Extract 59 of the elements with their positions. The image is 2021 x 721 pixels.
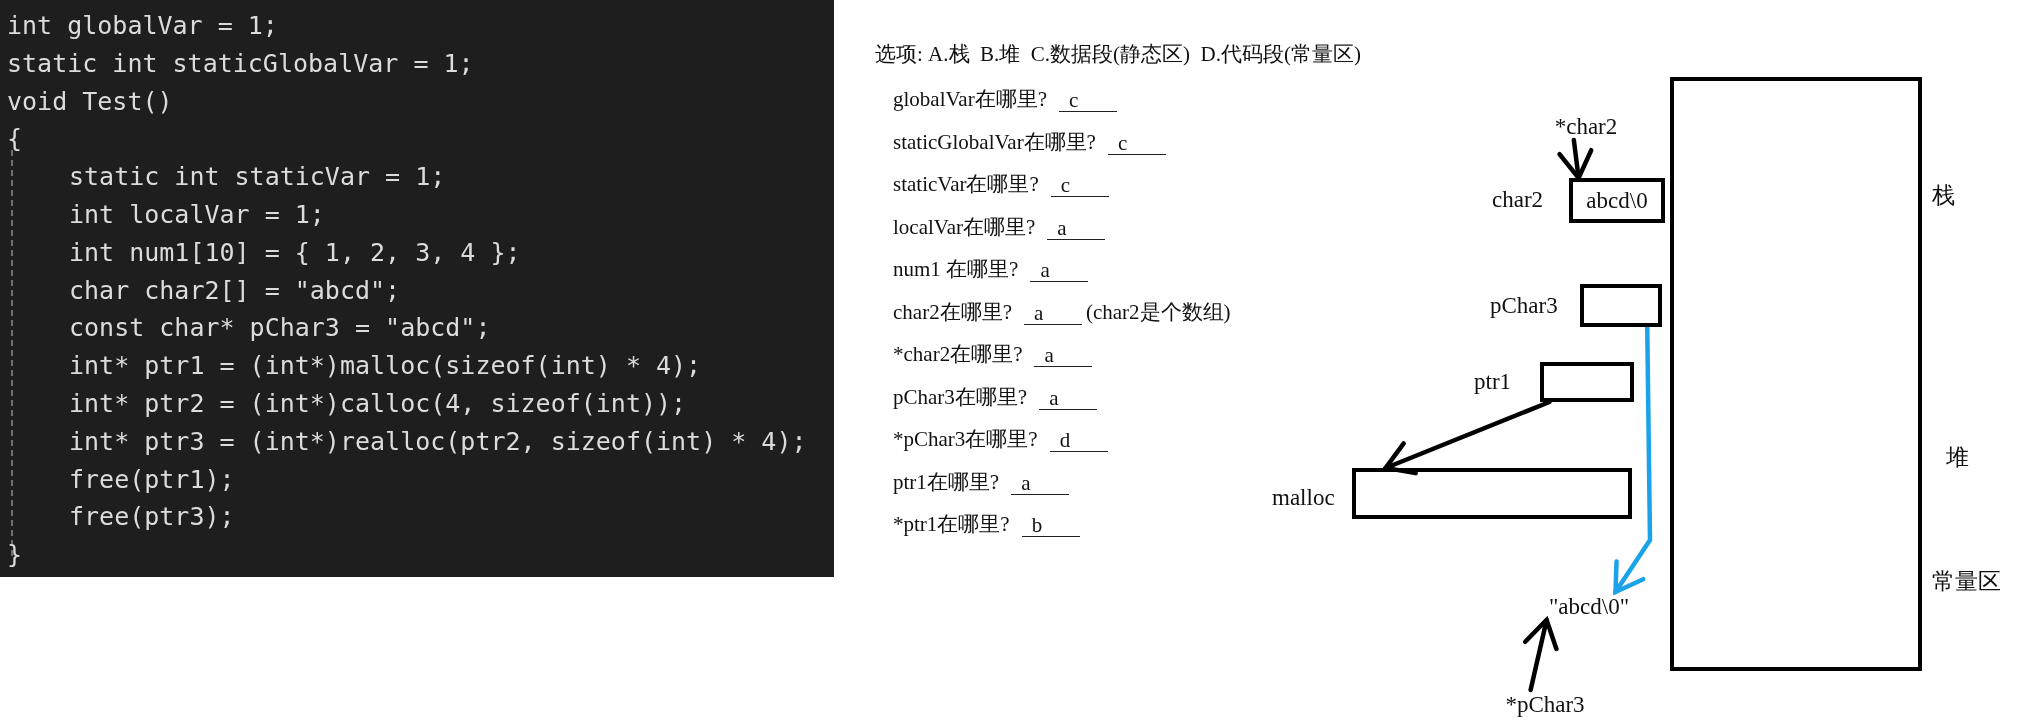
region-label: pChar3 [1490, 294, 1558, 317]
question-text: staticGlobalVar在哪里? [893, 128, 1096, 155]
code-line: int* ptr3 = (int*)realloc(ptr2, sizeof(int) * 4); [69, 426, 807, 457]
question-text: char2在哪里? [893, 298, 1012, 325]
fill-in-line: a [1030, 259, 1089, 282]
region-label: 堆 [1946, 446, 1969, 469]
question-text: staticVar在哪里? [893, 171, 1039, 197]
fill-in-line: c [1050, 174, 1109, 197]
code-line: int* ptr2 = (int*)calloc(4, sizeof(int)); [69, 389, 687, 419]
question-text: globalVar在哪里? [893, 86, 1047, 112]
heap-block-box [1352, 468, 1632, 519]
pointer-box [1540, 362, 1634, 402]
code-line: { [7, 124, 23, 155]
arrow [1383, 399, 1552, 476]
question-text: localVar在哪里? [893, 213, 1036, 240]
fill-in-line: c [1107, 131, 1166, 155]
pointer-box [1580, 284, 1662, 327]
fill-in-line: a [1047, 216, 1106, 240]
code-line: static int staticVar = 1; [69, 162, 446, 193]
question-text: *char2在哪里? [893, 341, 1023, 367]
code-line: int num1[10] = { 1, 2, 3, 4 }; [69, 237, 521, 268]
code-line: char char2[] = "abcd"; [69, 275, 401, 306]
region-label: char2 [1492, 188, 1544, 211]
code-line: static int staticGlobalVar = 1; [7, 48, 474, 79]
code-line: int globalVar = 1; [7, 11, 278, 41]
code-line: void Test() [7, 86, 173, 117]
fill-in-line: b [1021, 514, 1080, 537]
arrow [1522, 617, 1559, 693]
options-text: 选项: A.栈 B.堆 C.数据段(静态区) D.代码段(常量区) [875, 41, 1361, 68]
string-literal: "abcd\0" [1536, 592, 1642, 620]
note-text: (char2是个数组) [1085, 298, 1231, 325]
memory-region-box [1670, 77, 1922, 671]
arrow [1613, 324, 1653, 595]
code-line: int localVar = 1; [69, 200, 325, 230]
fill-in-line: c [1058, 89, 1117, 112]
pointer-label: *char2 [1548, 112, 1624, 140]
cell-value: abcd\0 [1586, 189, 1648, 212]
fill-in-line: a [1011, 471, 1070, 495]
code-line: const char* pChar3 = "abcd"; [69, 313, 491, 344]
question-text: *pChar3在哪里? [893, 426, 1038, 452]
region-label: malloc [1272, 486, 1335, 509]
question-text: ptr1在哪里? [893, 468, 1000, 495]
region-label: ptr1 [1474, 370, 1512, 393]
fill-in-line: a [1039, 386, 1098, 410]
region-label: 常量区 [1932, 570, 2001, 593]
arrow [1557, 137, 1594, 181]
question-text: num1 在哪里? [893, 256, 1019, 282]
question-text: *ptr1在哪里? [893, 511, 1010, 537]
fill-in-line: d [1049, 429, 1108, 452]
fill-in-line: a [1023, 301, 1082, 325]
fill-in-line: a [1034, 344, 1093, 367]
pointer-label: *pChar3 [1497, 690, 1593, 718]
question-text: pChar3在哪里? [893, 383, 1028, 410]
array-box [1569, 178, 1665, 223]
region-label: 栈 [1932, 184, 1955, 207]
code-line: } [7, 540, 23, 571]
code-line: int* ptr1 = (int*)malloc(sizeof(int) * 4); [69, 351, 702, 382]
code-line: free(ptr3); [69, 502, 235, 533]
code-line: free(ptr1); [69, 464, 235, 495]
